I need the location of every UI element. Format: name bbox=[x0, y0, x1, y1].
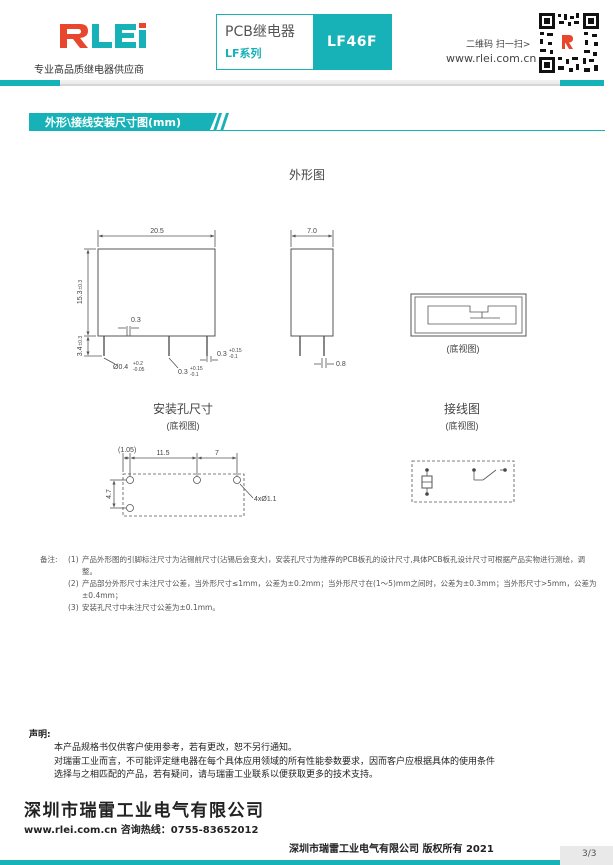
section-title: 外形\接线安装尺寸图(mm) bbox=[45, 116, 181, 129]
remark-text: 安装孔尺寸中未注尺寸公差为±0.1mm。 bbox=[82, 603, 220, 612]
outline-title: 外形图 bbox=[289, 168, 325, 182]
statement-title: 声明: bbox=[29, 730, 51, 740]
bottom-view bbox=[410, 293, 527, 337]
mount-dim-4: 4.7 bbox=[106, 489, 113, 499]
footer-bar bbox=[0, 860, 560, 865]
bottom-view-label: (底视图) bbox=[447, 343, 480, 354]
mount-dim-3: 7 bbox=[215, 450, 219, 457]
dim-pin-thickness-tol-dn: -0.1 bbox=[190, 372, 199, 378]
remark-text: 产品外形图的引脚标注尺寸为沾锡前尺寸(沾锡后会变大)，安装孔尺寸为推荐的PCB板… bbox=[82, 555, 586, 576]
qr-label: 二维码 扫一扫> bbox=[466, 40, 531, 50]
dim-pin-diameter: Ø0.4 bbox=[113, 364, 128, 371]
dim-pin-diameter-tol-dn: -0.05 bbox=[133, 367, 145, 373]
side-view bbox=[290, 230, 334, 368]
mount-holes-callout: 4xØ1.1 bbox=[254, 496, 277, 503]
dim-pin-diameter-value: Ø0.4 bbox=[113, 364, 128, 371]
dim-pin-thickness: 0.3 bbox=[178, 369, 188, 376]
remark-number: (1) bbox=[68, 555, 79, 564]
section-banner bbox=[29, 113, 217, 131]
section-slash-decoration bbox=[213, 113, 229, 131]
dim-height: 15.3±0.3 bbox=[77, 280, 84, 305]
dim-pin-thickness-tol-up: +0.15 bbox=[190, 366, 203, 372]
mount-subtitle: (底视图) bbox=[167, 420, 200, 431]
header-divider bbox=[0, 80, 604, 86]
remark-item: (2) 产品部分外形尺寸未注尺寸公差，当外形尺寸≤1mm，公差为±0.2mm；当… bbox=[40, 578, 600, 602]
dim-height-value: 15.3 bbox=[77, 290, 84, 304]
product-series: LF系列 bbox=[225, 47, 262, 60]
wiring-title: 接线图 bbox=[444, 401, 480, 416]
dim-depth: 7.0 bbox=[307, 228, 317, 235]
remark-text: 产品部分外形尺寸未注尺寸公差，当外形尺寸≤1mm，公差为±0.2mm；当外形尺寸… bbox=[82, 579, 597, 600]
company-slogan: 专业高品质继电器供应商 bbox=[34, 65, 144, 76]
mount-dim-1: (1.05) bbox=[118, 447, 136, 454]
wiring-subtitle: (底视图) bbox=[446, 420, 479, 431]
copyright: 深圳市瑞雷工业电气有限公司 版权所有 2021 bbox=[289, 844, 494, 855]
dim-height-tol: ±0.3 bbox=[78, 280, 84, 290]
mount-hole-diagram bbox=[110, 453, 254, 517]
dim-pin-length: 3.4±0.3 bbox=[77, 336, 84, 357]
contact-info: www.rlei.com.cn 咨询热线：0755-83652012 bbox=[24, 825, 259, 836]
mount-dim-2: 11.5 bbox=[156, 450, 169, 457]
dim-pin-length-tol: ±0.3 bbox=[78, 336, 84, 346]
company-name: 深圳市瑞雷工业电气有限公司 bbox=[24, 801, 265, 821]
dim-pin-width: 0.3 bbox=[131, 317, 141, 324]
dim-side-pin: 0.8 bbox=[336, 361, 346, 368]
header-divider-accent bbox=[0, 80, 60, 86]
wiring-diagram bbox=[411, 460, 515, 503]
remark-item: (3) 安装孔尺寸中未注尺寸公差为±0.1mm。 bbox=[40, 602, 600, 614]
front-view bbox=[84, 230, 218, 369]
dim-pin-diameter-tol-up: +0.2 bbox=[133, 361, 143, 367]
remark-number: (3) bbox=[68, 603, 79, 612]
dim-pin-length-value: 3.4 bbox=[77, 346, 84, 356]
product-model: LF46F bbox=[313, 15, 391, 69]
dim-pin-thickness-2-tol-dn: -0.1 bbox=[229, 354, 238, 360]
page-number: 3/3 bbox=[582, 849, 597, 859]
statement-line: 选择与之相匹配的产品，若有疑问，请与瑞雷工业联系以便获取更多的技术支持。 bbox=[54, 770, 379, 780]
qr-code-icon[interactable] bbox=[538, 12, 600, 74]
header-divider-accent bbox=[560, 80, 604, 86]
remark-head: 备注: bbox=[40, 555, 58, 564]
statement-line: 对瑞雷工业而言，不可能评定继电器在每个具体应用领域的所有性能参数要求，因而客户应… bbox=[54, 756, 496, 767]
dim-pin-thickness-2: 0.3 bbox=[217, 351, 227, 358]
dim-width: 20.5 bbox=[150, 228, 164, 235]
remarks: 备注: (1) 产品外形图的引脚标注尺寸为沾锡前尺寸(沾锡后会变大)，安装孔尺寸… bbox=[40, 554, 600, 614]
dim-pin-thickness-2-tol-up: +0.15 bbox=[229, 348, 242, 354]
product-name: PCB继电器 bbox=[225, 24, 295, 40]
section-underline bbox=[29, 130, 605, 131]
remark-item: 备注: (1) 产品外形图的引脚标注尺寸为沾锡前尺寸(沾锡后会变大)，安装孔尺寸… bbox=[40, 554, 600, 578]
product-title-box: PCB继电器 LF系列 LF46F bbox=[216, 14, 392, 70]
remark-number: (2) bbox=[68, 579, 79, 588]
website-link[interactable]: www.rlei.com.cn bbox=[446, 52, 537, 65]
mount-title: 安装孔尺寸 bbox=[153, 401, 213, 416]
statement-line: 本产品规格书仅供客户使用参考，若有更改，恕不另行通知。 bbox=[54, 743, 298, 753]
page-tag bbox=[560, 846, 613, 865]
statement-body: 本产品规格书仅供客户使用参考，若有更改，恕不另行通知。 对瑞雷工业而言，不可能评… bbox=[54, 742, 600, 783]
rlei-logo bbox=[60, 23, 146, 48]
